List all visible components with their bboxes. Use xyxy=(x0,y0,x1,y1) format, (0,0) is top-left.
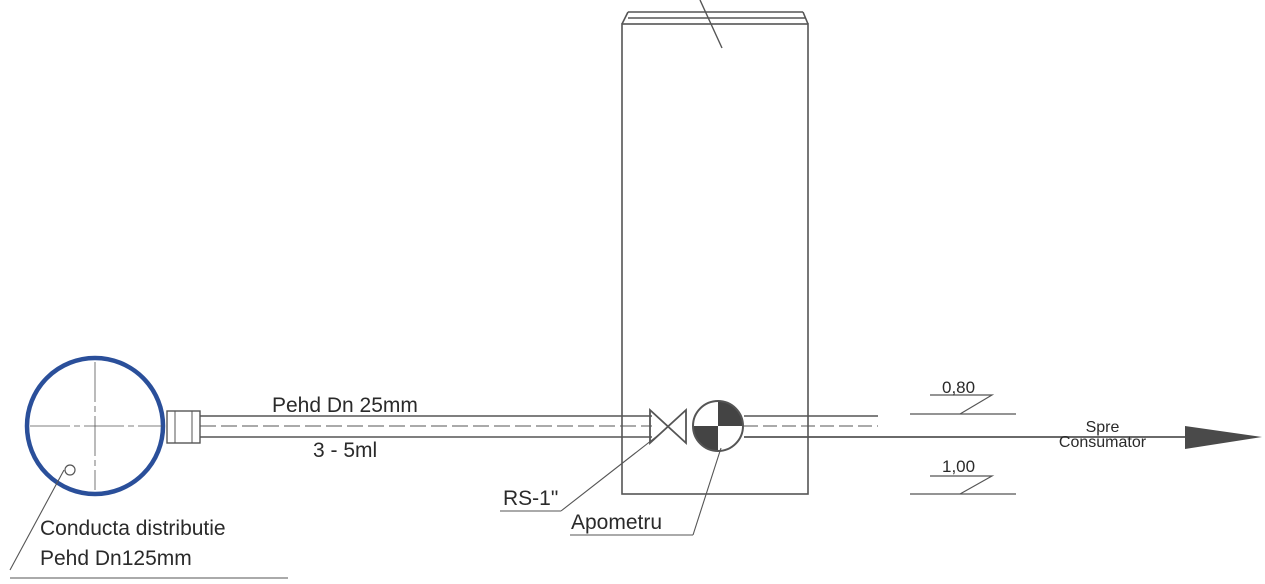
direction-label: Spre Consumator xyxy=(1040,419,1165,451)
elevation-marker-top xyxy=(910,394,1016,415)
leader-lines xyxy=(9,432,722,579)
elevation-top-label: 0,80 xyxy=(942,378,976,397)
main-pipe-label-line1: Conducta distributie xyxy=(40,517,226,540)
direction-label-line2: Consumator xyxy=(1058,434,1147,451)
pipe-length-label: 3 - 5ml xyxy=(313,439,378,462)
main-pipe-section xyxy=(24,355,166,497)
valve-label: RS-1" xyxy=(503,487,559,510)
water-meter-symbol xyxy=(692,400,744,452)
main-pipe-label-line2: Pehd Dn125mm xyxy=(40,547,192,570)
outgoing-pipe xyxy=(744,415,1195,438)
service-pipe xyxy=(200,415,652,438)
direction-arrow xyxy=(1185,426,1262,449)
elevation-bottom-label: 1,00 xyxy=(942,457,976,476)
meter-label: Apometru xyxy=(571,511,663,534)
service-pipe-label: Pehd Dn 25mm xyxy=(272,394,418,417)
main-pipe-label: Conducta distributie Pehd Dn125mm xyxy=(40,514,226,574)
direction-label-line1: Spre xyxy=(1085,419,1120,436)
elevation-marker-bottom xyxy=(910,475,1016,495)
saddle-fitting xyxy=(166,410,201,444)
meter-shaft xyxy=(621,0,809,495)
